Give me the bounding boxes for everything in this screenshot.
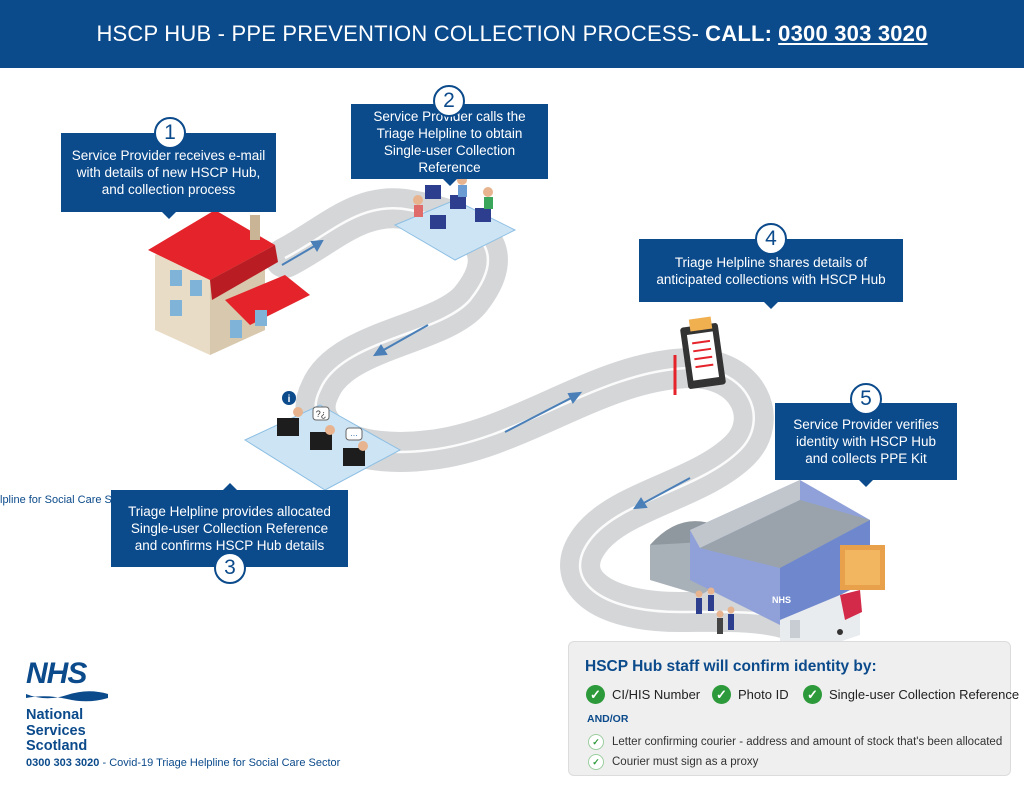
- svg-text:i: i: [288, 394, 291, 405]
- step-3-number: 3: [214, 552, 246, 584]
- nhs-name-line-3: Scotland: [26, 738, 88, 754]
- footer-text: - Covid-19 Triage Helpline for Social Ca…: [99, 757, 341, 769]
- truck-icon: [780, 590, 862, 655]
- check-item-ci-his: ✓ CI/HIS Number: [586, 685, 700, 704]
- page-title: HSCP HUB - PPE PREVENTION COLLECTION PRO…: [96, 21, 700, 46]
- clipboard-icon: [673, 316, 726, 395]
- step-4-number: 4: [755, 223, 787, 255]
- nhs-logo: NHS National Services Scotland: [26, 659, 108, 754]
- step-5-text: Service Provider verifies identity with …: [793, 417, 939, 466]
- check-icon: ✓: [712, 685, 731, 704]
- nhs-name-line-1: National: [26, 707, 84, 723]
- nhs-swoosh-icon: [26, 691, 108, 702]
- nhs-name-line-2: Services: [26, 722, 86, 739]
- step-1-box: Service Provider receives e-mail with de…: [61, 133, 276, 219]
- step-4-text: Triage Helpline shares details of antici…: [656, 254, 886, 287]
- check-item-photo-id: ✓ Photo ID: [712, 685, 789, 704]
- direction-arrows: [281, 239, 691, 510]
- step-3-box: Triage Helpline provides allocated Singl…: [111, 483, 348, 567]
- side-note: lpline for Social Care S: [0, 494, 112, 506]
- helpline-desk-icon: i ?¿ ...: [243, 391, 402, 491]
- call-label: CALL:: [705, 21, 773, 46]
- warehouse-sign: NHS: [772, 595, 791, 605]
- identity-confirm-panel: HSCP Hub staff will confirm identity by:…: [568, 641, 1019, 776]
- page-header: HSCP HUB - PPE PREVENTION COLLECTION PRO…: [0, 0, 1024, 68]
- check-item-courier: ✓ Courier must sign as a proxy: [588, 754, 758, 770]
- step-2-number: 2: [433, 85, 465, 117]
- svg-text:?¿: ?¿: [316, 409, 327, 419]
- check-icon: ✓: [586, 685, 605, 704]
- people-icon: [695, 587, 735, 634]
- step-1-text: Service Provider receives e-mail with de…: [71, 148, 266, 197]
- check-icon: ✓: [803, 685, 822, 704]
- step-3-text: Triage Helpline provides allocated Singl…: [128, 504, 331, 553]
- footer: 0300 303 3020 - Covid-19 Triage Helpline…: [26, 757, 340, 769]
- nhs-mark: NHS: [26, 659, 98, 689]
- house-icon: [148, 210, 310, 355]
- warehouse-icon: NHS: [650, 480, 885, 625]
- footer-phone[interactable]: 0300 303 3020: [26, 757, 100, 769]
- step-2-text: Service Provider calls the Triage Helpli…: [373, 108, 526, 175]
- phone-link[interactable]: 0300 303 3020: [778, 21, 928, 46]
- step-5-box: Service Provider verifies identity with …: [775, 403, 957, 487]
- check-item-collection-ref: ✓ Single-user Collection Reference: [803, 685, 1019, 704]
- check-icon: ✓: [588, 734, 604, 750]
- step-1-number: 1: [154, 117, 186, 149]
- and-or-label: AND/OR: [587, 713, 629, 725]
- confirm-title: HSCP Hub staff will confirm identity by:: [585, 658, 877, 675]
- check-item-letter: ✓ Letter confirming courier - address an…: [588, 734, 1002, 750]
- step-5-number: 5: [850, 383, 882, 415]
- svg-text:...: ...: [350, 428, 358, 438]
- check-icon: ✓: [588, 754, 604, 770]
- step-2-box: Service Provider calls the Triage Helpli…: [351, 104, 548, 186]
